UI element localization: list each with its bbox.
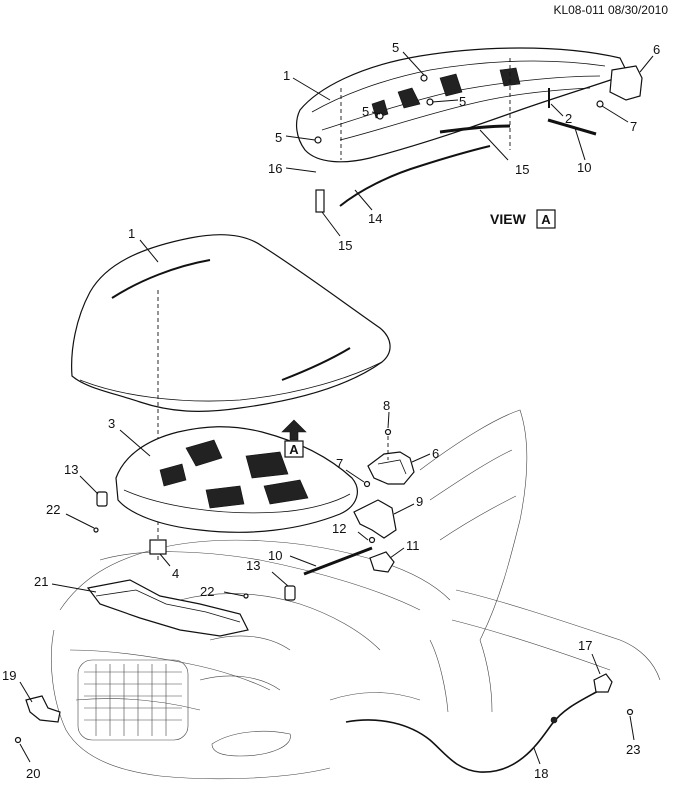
bolt-12 xyxy=(368,536,376,544)
view-arrow-letter: A xyxy=(289,442,299,457)
nut-7 xyxy=(363,480,371,488)
fastener-23 xyxy=(626,708,634,716)
callout-5-view-a-1: 5 xyxy=(392,40,399,55)
callout-7-view-a: 7 xyxy=(630,119,637,134)
callout-21: 21 xyxy=(34,574,48,589)
callout-7-main: 7 xyxy=(336,456,343,471)
release-lever xyxy=(593,673,613,693)
view-a-box xyxy=(536,209,556,229)
grille xyxy=(77,659,189,741)
callout-5-view-a-4: 5 xyxy=(275,130,282,145)
seal-view-a xyxy=(439,124,511,134)
callout-5-view-a-2: 5 xyxy=(459,94,466,109)
insulator-panel xyxy=(115,426,358,533)
bumper-stop-right xyxy=(284,585,296,601)
up-arrow-icon xyxy=(281,419,307,441)
hood-underside xyxy=(295,47,629,163)
document-id: KL08-011 08/30/2010 xyxy=(553,3,668,17)
fastener-22-left xyxy=(93,527,99,533)
callout-15-view-a-2: 15 xyxy=(338,238,352,253)
callout-15-view-a-1: 15 xyxy=(515,162,529,177)
callout-20: 20 xyxy=(26,766,40,781)
hood-latch xyxy=(149,539,167,555)
view-a-inset: 1 5 5 5 5 16 6 7 2 10 15 14 15 VIEW A xyxy=(268,40,660,253)
callout-14: 14 xyxy=(368,211,382,226)
view-a-label: VIEW xyxy=(490,211,527,227)
hood-assembly: 1 xyxy=(71,226,391,560)
hinge-view-a xyxy=(609,65,643,101)
hood-panel xyxy=(71,234,391,412)
callout-6-view-a: 6 xyxy=(653,42,660,57)
callout-5-view-a-3: 5 xyxy=(362,104,369,119)
callout-18: 18 xyxy=(534,766,548,781)
latch-support xyxy=(86,579,249,637)
gas-strut xyxy=(303,546,373,576)
callout-19: 19 xyxy=(2,668,16,683)
release-handle xyxy=(25,695,61,723)
bumper-stop-left xyxy=(96,491,108,507)
view-a-letter: A xyxy=(541,212,551,227)
callout-23: 23 xyxy=(626,742,640,757)
callout-10-view-a: 10 xyxy=(577,160,591,175)
callout-1-hood: 1 xyxy=(128,226,135,241)
view-a-arrow: A xyxy=(281,419,307,458)
hood-hinge xyxy=(367,451,415,485)
bolt-8 xyxy=(384,428,392,436)
callout-1-view-a: 1 xyxy=(283,68,290,83)
cable-view-a xyxy=(339,145,491,207)
callout-13-right: 13 xyxy=(246,558,260,573)
callout-10-main: 10 xyxy=(268,548,282,563)
hinge-bracket xyxy=(353,499,397,539)
callout-22-left: 22 xyxy=(46,502,60,517)
callout-3: 3 xyxy=(108,416,115,431)
bolt-20 xyxy=(14,736,22,744)
hood-insulator: 3 xyxy=(108,416,358,533)
callout-12: 12 xyxy=(332,521,346,536)
callout-8: 8 xyxy=(383,398,390,413)
callout-16: 16 xyxy=(268,161,282,176)
strut-bracket xyxy=(369,551,395,573)
callout-11: 11 xyxy=(406,538,420,553)
callout-17: 17 xyxy=(578,638,592,653)
callout-9: 9 xyxy=(416,494,423,509)
callout-4: 4 xyxy=(172,566,179,581)
strut-view-a xyxy=(547,118,597,136)
callout-13-left: 13 xyxy=(64,462,78,477)
vehicle-front-end xyxy=(51,409,661,780)
fastener-22-right xyxy=(243,593,249,599)
callout-2: 2 xyxy=(565,111,572,126)
callout-6-main: 6 xyxy=(432,446,439,461)
release-cable xyxy=(345,689,601,773)
callout-22-right: 22 xyxy=(200,584,214,599)
